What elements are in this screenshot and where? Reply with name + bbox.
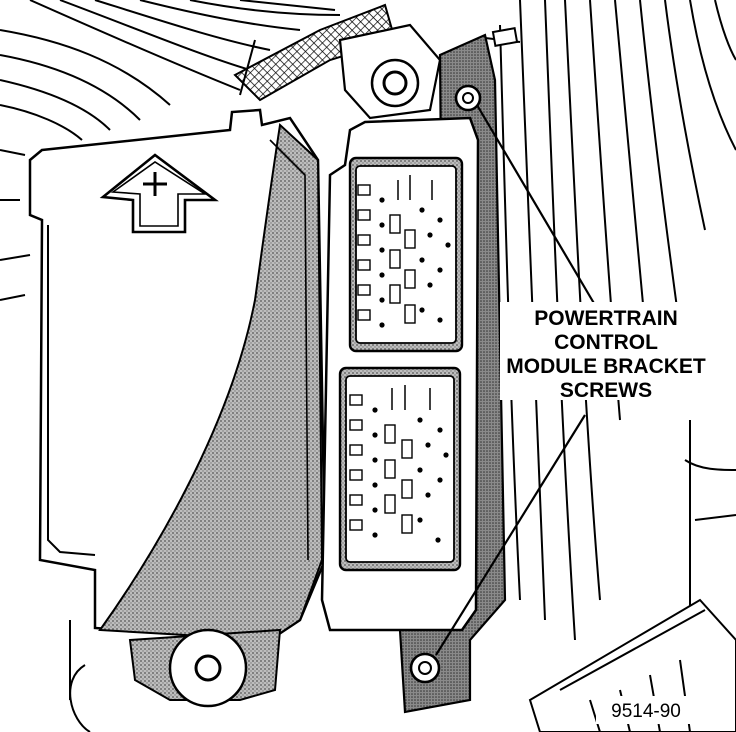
- background-structure: [0, 0, 341, 301]
- upper-mount-boss: [338, 23, 442, 120]
- leader-lines: [435, 104, 596, 656]
- lower-mount-boss: [69, 620, 282, 732]
- callout-line-4: SCREWS: [560, 379, 652, 402]
- up-arrow-with-plus-icon: [99, 153, 219, 234]
- pcm-housing: [28, 108, 327, 642]
- callout-line-3: MODULE BRACKET: [506, 355, 706, 378]
- callout-line-1: POWERTRAIN: [534, 307, 678, 330]
- callout-line-2: CONTROL: [554, 331, 658, 354]
- figure-number-text: 9514-90: [611, 701, 681, 722]
- figure-number: 9514-90: [596, 696, 696, 724]
- upper-connector: [348, 156, 464, 353]
- right-lower-structure: [528, 420, 736, 732]
- bracket-screw-upper: [454, 84, 482, 112]
- callout-label: POWERTRAIN CONTROL MODULE BRACKET SCREWS: [500, 302, 712, 402]
- lower-connector: [338, 366, 462, 572]
- bracket-screw-lower: [409, 652, 441, 684]
